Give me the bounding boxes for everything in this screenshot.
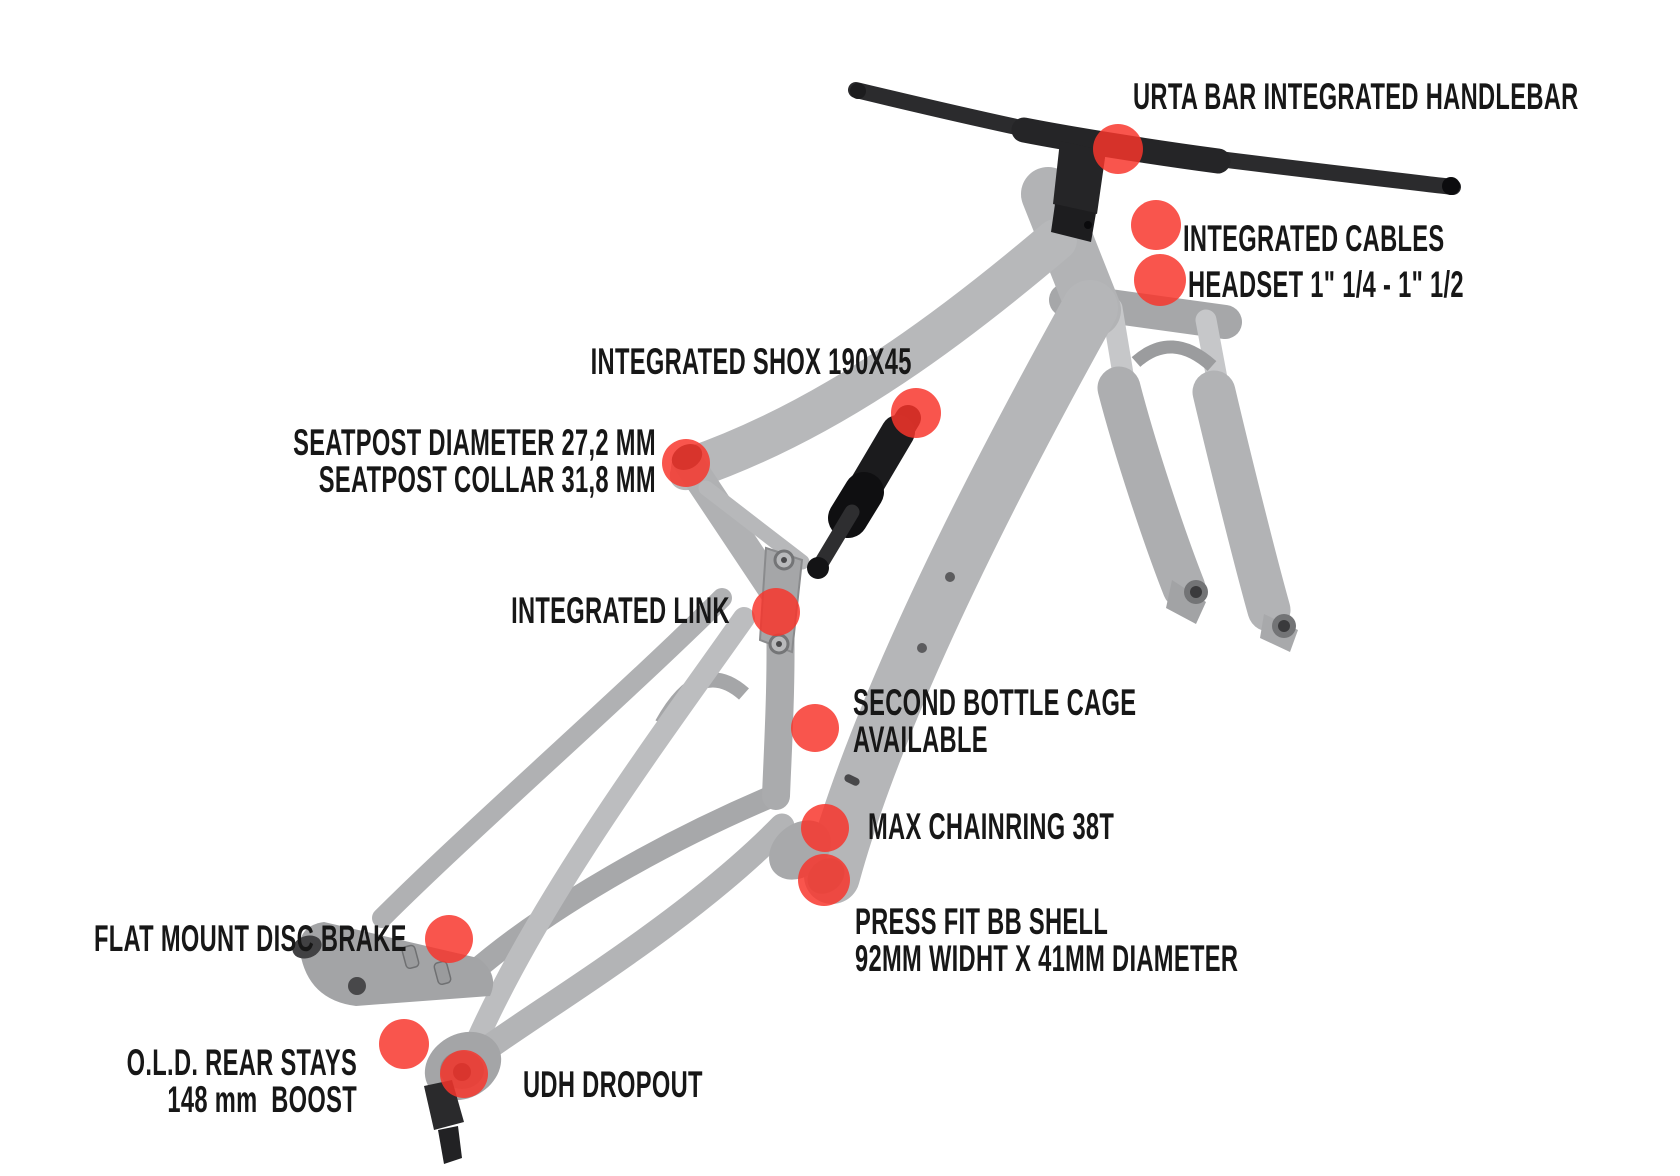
integrated-cables-label: INTEGRATED CABLES	[1183, 220, 1445, 257]
flat-mount-disc-brake-label: FLAT MOUNT DISC BRAKE	[94, 920, 407, 957]
integrated-shox-label-line: INTEGRATED SHOX 190X45	[590, 341, 912, 382]
headset-marker-dot	[1134, 254, 1186, 306]
urta-handlebar-marker-dot	[1093, 124, 1143, 174]
seatpost-marker-dot	[662, 439, 710, 487]
udh-dropout-label-line: UDH DROPOUT	[523, 1064, 703, 1105]
top-tube	[671, 219, 1077, 489]
old-rear-stays-label-line: 148 mm BOOST	[167, 1079, 357, 1120]
second-bottle-cage-marker-dot	[791, 704, 839, 752]
udh-dropout-label: UDH DROPOUT	[523, 1066, 703, 1103]
max-chainring-marker-dot	[801, 804, 849, 852]
urta-handlebar-label: URTA BAR INTEGRATED HANDLEBAR	[1133, 78, 1579, 115]
udh-dropout-marker-dot	[440, 1050, 488, 1098]
flat-mount-disc-brake-label-line: FLAT MOUNT DISC BRAKE	[94, 918, 407, 959]
down-tube	[804, 280, 1118, 904]
integrated-shox-marker-dot	[891, 388, 941, 438]
integrated-link-label: INTEGRATED LINK	[511, 592, 730, 629]
rear-triangle	[292, 588, 795, 1164]
bottle-boss	[917, 643, 927, 653]
flat-mount-disc-brake-marker-dot	[425, 915, 473, 963]
seatpost-label-line: SEATPOST DIAMETER 27,2 MM	[293, 422, 656, 463]
integrated-cables-label-line: INTEGRATED CABLES	[1183, 218, 1445, 259]
stem	[1053, 141, 1106, 214]
integrated-link-label-line: INTEGRATED LINK	[511, 590, 730, 631]
old-rear-stays-label-line: O.L.D. REAR STAYS	[126, 1042, 357, 1083]
bottle-boss	[945, 572, 955, 582]
press-fit-bb-marker-dot	[798, 854, 850, 906]
second-bottle-cage-label-line: SECOND BOTTLE CAGE	[853, 682, 1137, 723]
old-rear-stays-marker-dot	[379, 1019, 429, 1069]
headset-label: HEADSET 1" 1/4 - 1" 1/2	[1188, 266, 1464, 303]
press-fit-bb-label-line: PRESS FIT BB SHELL	[855, 901, 1109, 942]
integrated-cables-marker-dot	[1131, 200, 1181, 250]
cable-port	[844, 774, 860, 786]
integrated-link-marker-dot	[752, 588, 800, 636]
headset-label-line: HEADSET 1" 1/4 - 1" 1/2	[1188, 264, 1464, 305]
second-bottle-cage-label-line: AVAILABLE	[853, 719, 988, 760]
integrated-shox-label: INTEGRATED SHOX 190X45	[591, 343, 912, 380]
fork	[1049, 283, 1298, 652]
seatpost-label-line: SEATPOST COLLAR 31,8 MM	[318, 459, 656, 500]
max-chainring-label-line: MAX CHAINRING 38T	[868, 806, 1115, 847]
press-fit-bb-label-line: 92MM WIDHT X 41MM DIAMETER	[855, 938, 1239, 979]
urta-handlebar-label-line: URTA BAR INTEGRATED HANDLEBAR	[1133, 76, 1579, 117]
max-chainring-label: MAX CHAINRING 38T	[868, 808, 1114, 845]
